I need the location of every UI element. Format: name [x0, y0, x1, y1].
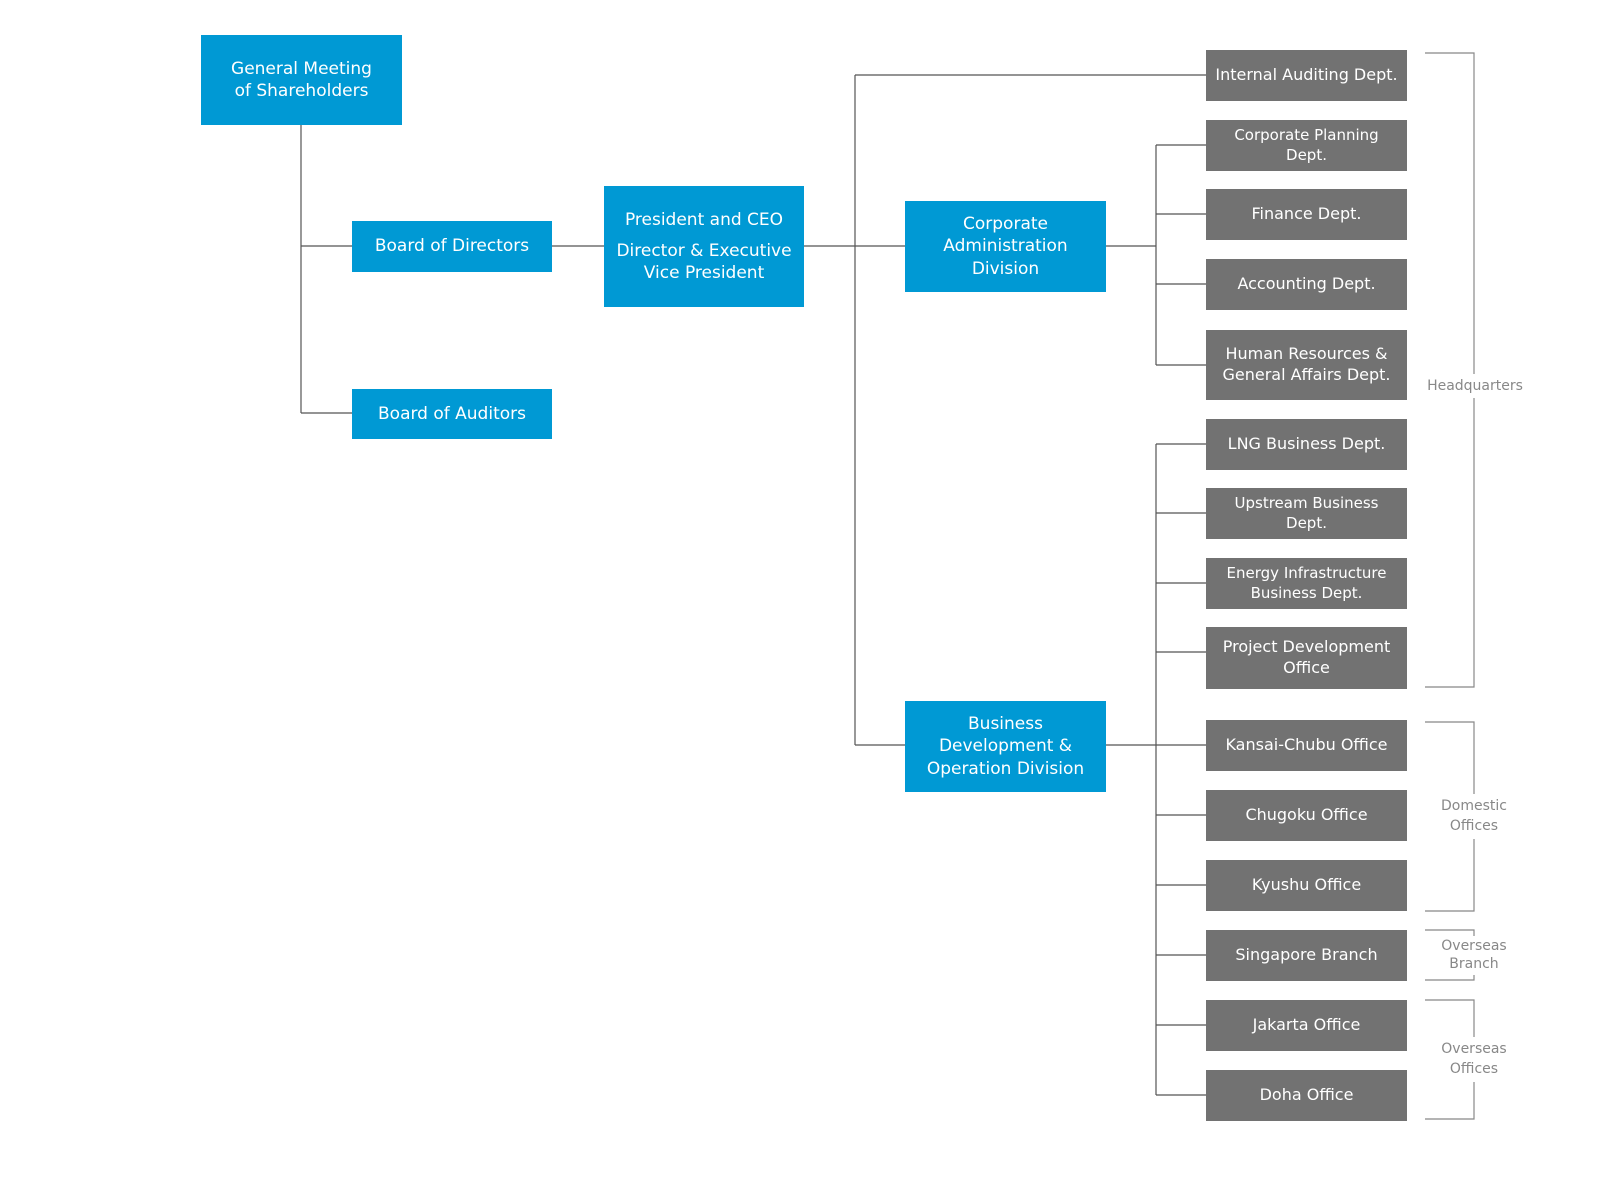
overseas-branch-line-1: Overseas [1441, 938, 1507, 954]
board-of-directors-label: Board of Directors [374, 236, 530, 257]
president-ceo-label: President and CEO [624, 209, 784, 230]
internal-auditing-label: Internal Auditing Dept. [1215, 65, 1398, 85]
domestic-offices-line-2: Offices [1449, 818, 1499, 835]
general-meeting-node: General Meeting of Shareholders [201, 35, 402, 125]
lng-business-dept: LNG Business Dept. [1206, 419, 1407, 470]
domestic-offices-label: Domestic Offices [1434, 794, 1514, 839]
executive-vp-line-1: Director & Executive [616, 240, 792, 261]
chugoku-office: Chugoku Office [1206, 790, 1407, 841]
jakarta-office: Jakarta Office [1206, 1000, 1407, 1051]
human-resources-line-2: General Affairs Dept. [1222, 365, 1391, 384]
overseas-branch-line-2: Branch [1449, 955, 1499, 972]
overseas-offices-line-2: Offices [1449, 1061, 1499, 1078]
general-meeting-line-1: General Meeting [231, 58, 372, 79]
executive-vp-line-2: Vice President [643, 263, 765, 284]
board-of-auditors-label: Board of Auditors [378, 403, 526, 424]
board-of-auditors-node: Board of Auditors [352, 389, 552, 439]
corporate-planning-label: Corporate Planning Dept. [1234, 126, 1379, 164]
energy-infrastructure-line-1: Energy Infrastructure [1226, 564, 1387, 582]
finance-dept: Finance Dept. [1206, 189, 1407, 240]
business-development-line-1: Business [968, 714, 1043, 735]
kansai-chubu-label: Kansai-Chubu Office [1225, 735, 1388, 755]
energy-infrastructure-dept: Energy Infrastructure Business Dept. [1206, 558, 1407, 609]
human-resources-line-1: Human Resources & [1225, 344, 1388, 364]
singapore-label: Singapore Branch [1235, 945, 1378, 965]
business-development-node: Business Development & Operation Divisio… [905, 701, 1106, 792]
project-development-line-2: Office [1283, 658, 1330, 677]
upstream-business-label: Upstream Business Dept. [1234, 494, 1379, 532]
chugoku-label: Chugoku Office [1245, 805, 1368, 825]
project-development-line-1: Project Development [1222, 637, 1391, 657]
singapore-branch: Singapore Branch [1206, 930, 1407, 981]
business-development-line-2: Development & [938, 736, 1073, 757]
overseas-offices-label: Overseas Offices [1434, 1037, 1514, 1082]
corporate-planning-dept: Corporate Planning Dept. [1206, 120, 1407, 171]
finance-label: Finance Dept. [1251, 204, 1362, 224]
business-development-line-3: Operation Division [926, 758, 1085, 779]
internal-auditing-dept: Internal Auditing Dept. [1206, 50, 1407, 101]
headquarters-label: Headquarters [1420, 374, 1530, 399]
corporate-administration-line-2: Administration [943, 236, 1068, 257]
kyushu-label: Kyushu Office [1251, 875, 1362, 895]
energy-infrastructure-line-2: Business Dept. [1250, 583, 1363, 602]
president-node: President and CEO Director & Executive V… [604, 186, 804, 307]
doha-office: Doha Office [1206, 1070, 1407, 1121]
overseas-offices-line-1: Overseas [1441, 1041, 1507, 1057]
project-development-office: Project Development Office [1206, 627, 1407, 689]
corporate-administration-node: Corporate Administration Division [905, 201, 1106, 292]
human-resources-dept: Human Resources & General Affairs Dept. [1206, 330, 1407, 400]
lng-business-label: LNG Business Dept. [1227, 434, 1386, 454]
doha-label: Doha Office [1259, 1085, 1354, 1105]
accounting-label: Accounting Dept. [1237, 274, 1376, 294]
corporate-administration-line-1: Corporate [963, 214, 1048, 235]
upstream-business-dept: Upstream Business Dept. [1206, 488, 1407, 539]
accounting-dept: Accounting Dept. [1206, 259, 1407, 310]
corporate-administration-line-3: Division [971, 258, 1040, 279]
board-of-directors-node: Board of Directors [352, 221, 552, 272]
domestic-offices-line-1: Domestic [1441, 798, 1507, 814]
overseas-branch-label: Overseas Branch [1434, 936, 1514, 975]
general-meeting-line-2: of Shareholders [234, 81, 369, 101]
kansai-chubu-office: Kansai-Chubu Office [1206, 720, 1407, 771]
headquarters-text: Headquarters [1427, 378, 1523, 394]
jakarta-label: Jakarta Office [1252, 1015, 1361, 1035]
kyushu-office: Kyushu Office [1206, 860, 1407, 911]
